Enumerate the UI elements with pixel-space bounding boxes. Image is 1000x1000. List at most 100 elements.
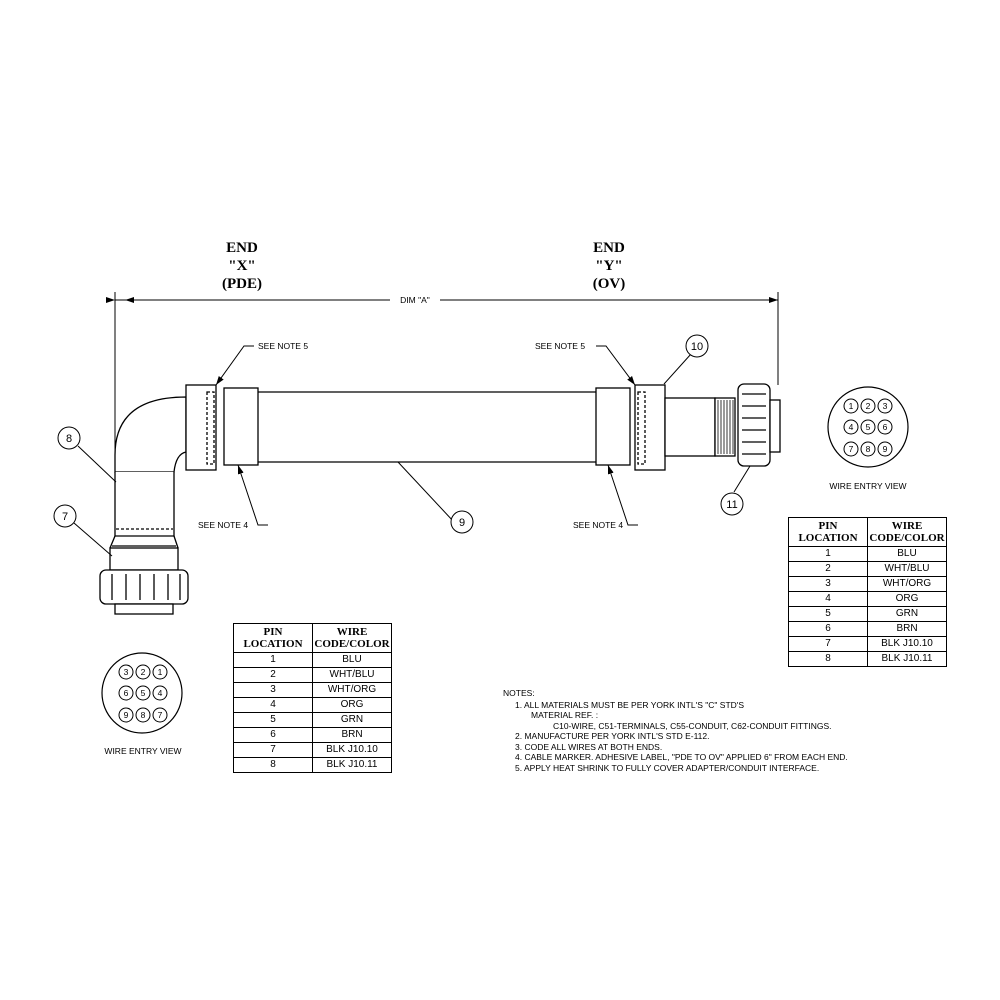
pin-cell: 6 [788,621,868,637]
color-cell: WHT/ORG [867,576,947,592]
color-cell: WHT/BLU [312,667,392,683]
color-cell: GRN [312,712,392,728]
bubble-9 [450,510,474,534]
pin-circle [135,685,151,701]
pin-cell: 4 [233,697,313,713]
bubble-8-label: 8 [66,433,72,445]
end-y-line1: END [593,240,625,256]
pin-circle [152,664,168,680]
note-1: 1. ALL MATERIALS MUST BE PER YORK INTL'S… [515,699,745,710]
note-4: 4. CABLE MARKER. ADHESIVE LABEL, "PDE TO… [515,752,848,762]
color-cell: BLK J10.10 [312,742,392,758]
note-3: 3. CODE ALL WIRES AT BOTH ENDS. [515,741,663,752]
color-cell: ORG [312,697,392,713]
bubble-9-label: 9 [459,517,465,529]
pin-label: 8 [141,710,146,720]
end-x-line1: END [226,240,258,256]
pin-circle [843,398,859,414]
pin-label: 4 [849,422,854,432]
pin-label: 9 [883,444,888,454]
pin-circle [843,419,859,435]
bubble-11-label: 11 [726,499,737,511]
pin-cell: 6 [233,727,313,743]
color-cell: BLK J10.11 [867,651,947,667]
color-cell: GRN [867,606,947,622]
notes-block: NOTES: 1. ALL MATERIALS MUST BE PER YORK… [503,688,983,773]
pin-label: 5 [866,422,871,432]
pin-circle [135,707,151,723]
pin-label: 1 [849,401,854,411]
pin-cell: 8 [788,651,868,667]
end-x-line2: "X" [228,258,256,274]
pin-circle [843,441,859,457]
end-y-line3: (OV) [593,276,626,292]
pin-circle [135,664,151,680]
pin-cell: 2 [233,667,313,683]
wire-entry-view-right-label: WIRE ENTRY VIEW [829,481,906,491]
pin-cell: 3 [233,682,313,698]
color-cell: ORG [867,591,947,607]
wire-entry-view-left-label: WIRE ENTRY VIEW [104,746,181,756]
pin-label: 6 [124,688,129,698]
end-x-line3: (PDE) [222,276,262,292]
pin-cell: 2 [788,561,868,577]
pin-cell: 8 [233,757,313,773]
color-cell: BRN [867,621,947,637]
pin-label: 5 [141,688,146,698]
pin-cell: 7 [233,742,313,758]
color-cell: BLU [312,652,392,668]
pin-circle [877,419,893,435]
pin-cell: 1 [788,546,868,562]
conduit-assembly [99,383,781,615]
note-5: 5. APPLY HEAT SHRINK TO FULLY COVER ADAP… [515,762,820,773]
pin-label: 1 [158,667,163,677]
note-2: 2. MANUFACTURE PER YORK INTL'S STD E-112… [515,731,710,741]
callout-leaders [73,345,751,557]
wire-entry-view-right: 1 2 3 4 5 6 7 8 9 WIRE ENTRY VIEW [827,386,909,491]
pin-label: 7 [849,444,854,454]
pin-label: 7 [158,710,163,720]
see-note-4-right: SEE NOTE 4 [573,520,623,530]
pin-cell: 3 [788,576,868,592]
color-cell: WHT/BLU [867,561,947,577]
pin-cell: 7 [788,636,868,652]
pin-circle [152,707,168,723]
color-cell: BLK J10.10 [867,636,947,652]
pin-circle [118,664,134,680]
bubble-7-label: 7 [62,511,68,523]
pin-label: 3 [883,401,888,411]
end-y-heading: END "Y" (OV) [593,240,626,292]
bubble-7 [53,504,77,528]
end-x-heading: END "X" (PDE) [222,240,262,292]
pin-circle [860,419,876,435]
color-cell: BLK J10.11 [312,757,392,773]
pin-circle [118,707,134,723]
pin-label: 9 [124,710,129,720]
see-note-4-left: SEE NOTE 4 [198,520,248,530]
pin-circle [877,398,893,414]
end-y-line2: "Y" [595,258,623,274]
pin-cell: 5 [788,606,868,622]
pin-circle [860,441,876,457]
dim-a-label: DIM "A" [400,295,430,305]
pin-label: 8 [866,444,871,454]
pin-circle [860,398,876,414]
